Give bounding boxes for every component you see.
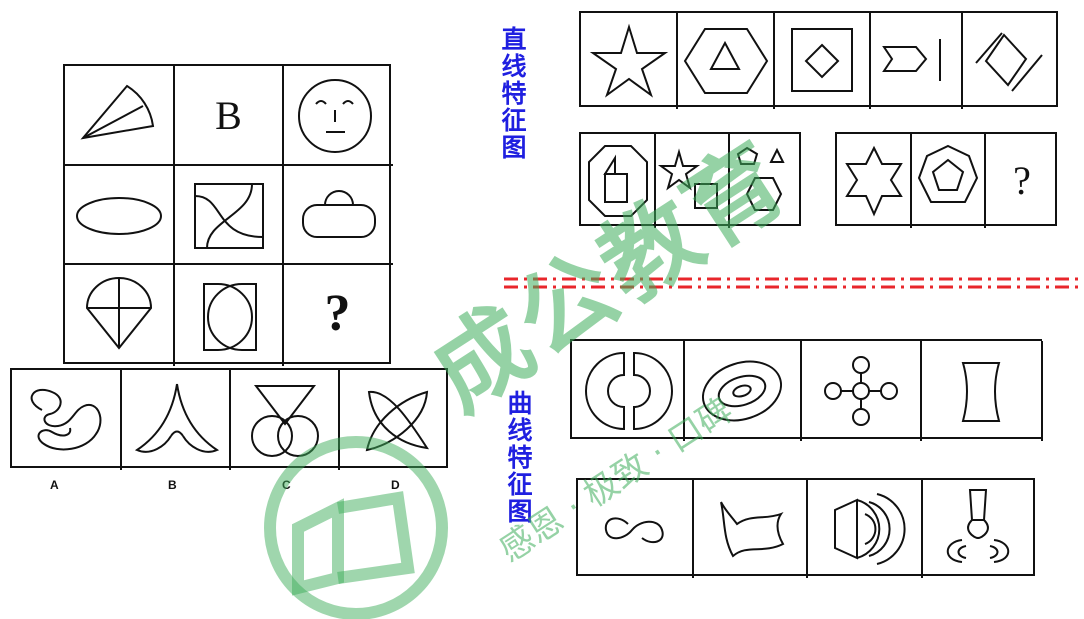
straight-row-2-right-lines xyxy=(910,134,986,228)
straight-section-title: 直线特征图 xyxy=(501,25,527,162)
straight-row-2-left-lines xyxy=(654,134,730,228)
hexagon-triangle-icon xyxy=(683,28,769,94)
star-square-icon xyxy=(657,148,718,209)
heptagon-pentagon-icon xyxy=(917,144,979,203)
letter-b: B xyxy=(215,93,242,138)
bag-shape xyxy=(302,190,376,238)
square-diamond-icon xyxy=(791,28,853,92)
option-a-figure[interactable] xyxy=(12,370,121,470)
option-d-label: D xyxy=(391,478,400,492)
face-icon xyxy=(298,79,372,153)
ellipse-shape xyxy=(76,197,162,235)
square-curves-shape xyxy=(194,183,264,249)
double-d-shape xyxy=(203,283,257,351)
options-row xyxy=(10,368,448,470)
slanted-diamond-icon xyxy=(975,32,1043,92)
s-curve-icon xyxy=(604,517,664,544)
options-lines xyxy=(120,370,340,470)
option-d-figure[interactable] xyxy=(339,370,448,470)
octagon-shapes-icon xyxy=(588,145,648,217)
curve-row-2-lines xyxy=(692,480,923,578)
curve-row-1-lines xyxy=(683,341,1043,441)
pedestal-icon xyxy=(946,489,1010,563)
straight-row-1-lines xyxy=(676,13,963,109)
matrix-grid: B ? xyxy=(63,64,393,366)
curve-section-title: 曲线特征图 xyxy=(507,389,533,526)
star-icon xyxy=(589,23,669,98)
spiral-ellipse-icon xyxy=(701,360,783,422)
matrix-lines xyxy=(65,66,393,366)
straight-row-1 xyxy=(579,11,1058,109)
circle-cross-shape xyxy=(85,277,153,350)
sector-shape xyxy=(80,84,155,140)
option-a-label: A xyxy=(50,478,59,492)
six-point-star-icon xyxy=(845,145,903,217)
split-circle-icon xyxy=(585,351,673,431)
option-b-figure[interactable] xyxy=(121,370,230,470)
concave-shape-icon xyxy=(961,362,1001,422)
arrow-bar-icon xyxy=(882,39,941,81)
option-b-label: B xyxy=(168,478,177,492)
flag-curve-icon xyxy=(720,501,785,558)
section-divider xyxy=(504,277,1084,289)
matrix-question-mark: ? xyxy=(324,285,351,342)
option-c-figure[interactable] xyxy=(230,370,339,470)
curve-row-2 xyxy=(576,478,1035,578)
straight-row-2-right: ? xyxy=(835,132,1057,228)
four-circles-icon xyxy=(824,356,898,426)
pentagon-hexagon-icon xyxy=(736,146,785,211)
half-circle-arcs-icon xyxy=(834,493,906,565)
straight-row-2-left xyxy=(579,132,801,228)
watermark-logo-icon xyxy=(264,436,448,619)
straight-question-mark: ? xyxy=(1013,158,1031,203)
curve-row-1 xyxy=(570,339,1043,441)
